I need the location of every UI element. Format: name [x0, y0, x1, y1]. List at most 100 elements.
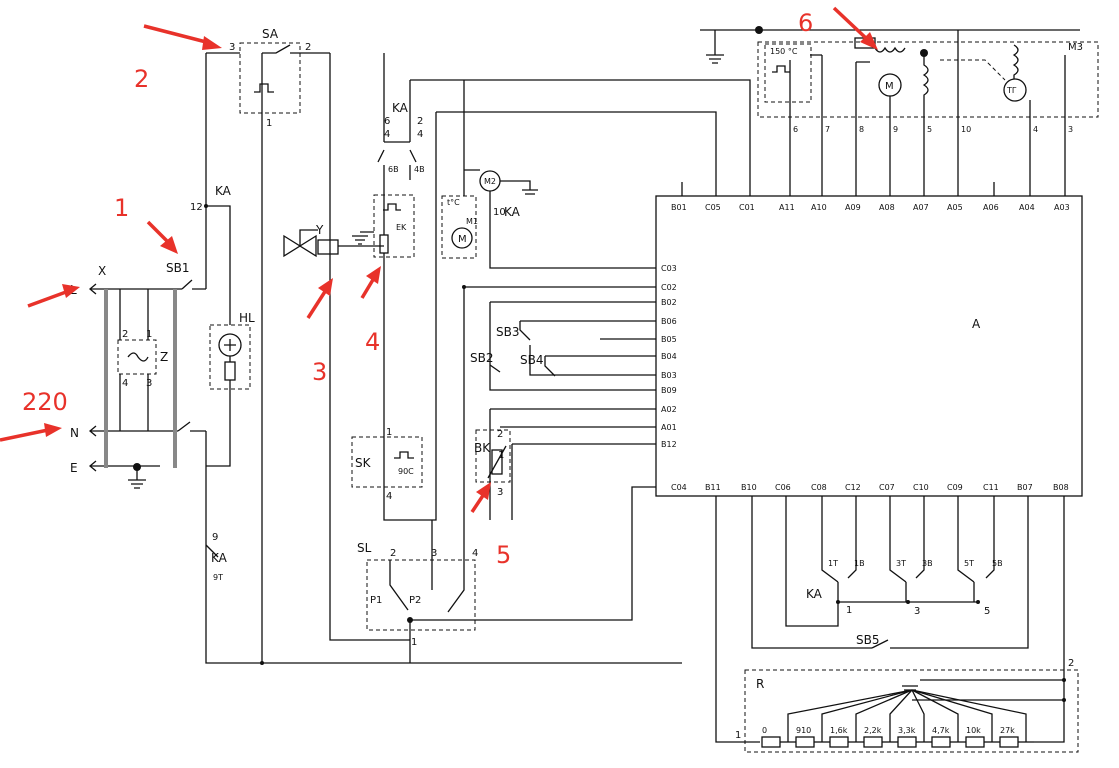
sb5-contact	[871, 639, 889, 649]
bk-box	[475, 429, 511, 483]
pin-left-c02: C02	[661, 283, 677, 292]
pin-top-a05: A05	[947, 203, 963, 212]
power-input: L N E X Z 2 1 4 3 SB1	[70, 261, 206, 489]
svg-text:3: 3	[431, 548, 437, 559]
m1-motor-icon	[451, 227, 473, 249]
motor-winding-top	[874, 46, 906, 53]
resistor-value: 910	[796, 726, 811, 735]
arrow-5	[470, 493, 486, 513]
rail-n-lower	[205, 431, 682, 664]
sl-p2-label: P2	[409, 595, 421, 606]
wire-number: 5	[927, 125, 932, 134]
pin-top-a08: A08	[879, 203, 895, 212]
svg-text:3: 3	[497, 487, 503, 498]
pin-top-c01: C01	[739, 203, 755, 212]
ka-label-bottom: KA	[806, 587, 823, 601]
sa-contact	[262, 44, 330, 54]
tg-label: TГ	[1006, 86, 1017, 95]
callout-5: 5	[496, 541, 511, 569]
svg-text:KA: KA	[211, 551, 228, 565]
sb2-contact	[489, 364, 501, 373]
pin-bottom-c12: C12	[845, 483, 861, 492]
sl-p1-label: P1	[370, 595, 382, 606]
svg-text:4: 4	[386, 491, 392, 502]
resistor-910: 910	[795, 689, 913, 748]
sa-box	[239, 42, 301, 114]
resistor-10k: 10k	[911, 689, 1000, 748]
sa-thermostat: SA 2 1	[239, 27, 410, 665]
pin-top-b01: B01	[671, 203, 687, 212]
svg-text:1: 1	[498, 450, 504, 461]
ka-2-wire	[410, 79, 751, 196]
pin-top-a03: A03	[1054, 203, 1070, 212]
ek-earth-symbol	[352, 231, 374, 245]
pin-left-c03: C03	[661, 264, 677, 273]
ka-6b-4b-contacts	[377, 149, 417, 163]
pin-left-b09: B09	[661, 386, 677, 395]
ka-heater-section: KA 6 4 2 4 6B 4B EK Y	[283, 53, 751, 521]
pin-top-a04: A04	[1019, 203, 1035, 212]
m1-box	[441, 195, 477, 259]
resistor-value: 3,3k	[898, 726, 916, 735]
top-earth-symbol	[706, 30, 724, 64]
sb2-label: SB2	[470, 351, 493, 365]
valve-y-coil	[317, 239, 339, 255]
callout-1: 1	[114, 194, 129, 222]
resistor-0: 0	[761, 689, 913, 748]
ka-contact-label: 3B	[922, 559, 933, 568]
pin-bottom-b07: B07	[1017, 483, 1033, 492]
arrow-6	[832, 6, 870, 42]
hl-resistor	[224, 361, 236, 381]
wire-number: 4	[1033, 125, 1038, 134]
motors-m1-m2: M2 10 KA t°C M1 M	[441, 80, 656, 555]
pin-left-b05: B05	[661, 335, 677, 344]
ek-box	[373, 194, 415, 258]
ek-label: EK	[396, 223, 407, 232]
controller-a-label: A	[972, 317, 981, 331]
callout-2: 2	[134, 65, 149, 93]
pin-bottom-b11: B11	[705, 483, 721, 492]
resistor-value: 2,2k	[864, 726, 882, 735]
pin-top-a11: A11	[779, 203, 795, 212]
sb4-contact	[544, 355, 656, 377]
ka-label-left: KA	[215, 184, 232, 198]
svg-text:12: 12	[190, 202, 203, 213]
pin-left-b06: B06	[661, 317, 677, 326]
pin-bottom-c04: C04	[671, 483, 687, 492]
svg-text:1: 1	[846, 605, 852, 616]
r-label: R	[756, 677, 764, 691]
hl-feed	[206, 205, 231, 325]
sk-label: SK	[355, 456, 372, 470]
arrow-1	[146, 220, 172, 246]
resistor-value: 10k	[966, 726, 981, 735]
pin-top-a10: A10	[811, 203, 827, 212]
sl-box	[366, 559, 476, 631]
sk-thermostat: SK 1 4 90C	[351, 427, 423, 502]
svg-text:2: 2	[390, 548, 396, 559]
switches-sb: SB2 SB3 SB4	[470, 301, 656, 391]
temp150-label: 150 °C	[770, 47, 798, 56]
hl-label: HL	[239, 311, 255, 325]
tacho-generator-icon	[1003, 78, 1027, 102]
svg-text:4: 4	[472, 548, 478, 559]
svg-text:M1: M1	[466, 217, 478, 226]
sb1-outputs	[190, 288, 206, 432]
pin-left-b02: B02	[661, 298, 677, 307]
callout-3: 3	[312, 358, 327, 386]
bk-label: BK	[474, 441, 491, 455]
pin-top-a06: A06	[983, 203, 999, 212]
terminal-n-label: N	[70, 426, 79, 440]
filter-x-label: X	[98, 264, 106, 278]
sl-label: SL	[357, 541, 372, 555]
svg-text:3: 3	[146, 378, 152, 389]
svg-text:4: 4	[122, 378, 128, 389]
sb1-label: SB1	[166, 261, 189, 275]
svg-text:4: 4	[384, 129, 390, 140]
